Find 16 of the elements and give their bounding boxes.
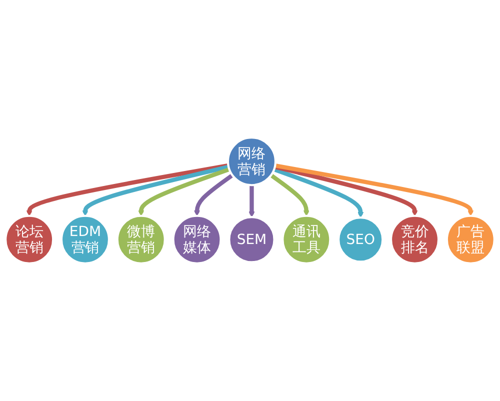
arrow <box>26 163 229 216</box>
arrow <box>138 167 230 216</box>
node-circle: 微博营销 <box>116 214 166 264</box>
arrow <box>194 173 234 216</box>
arrow <box>82 164 230 216</box>
node-circle: EDM营销 <box>60 214 110 264</box>
arrow <box>270 173 310 216</box>
arrow <box>273 167 364 218</box>
node-circle: SEO <box>338 216 384 263</box>
node-circle: 网络营销 <box>226 136 277 186</box>
arrow <box>248 185 255 218</box>
node-circle: SEM <box>228 216 276 264</box>
node-circle: 通讯工具 <box>282 214 332 264</box>
node-circle: 论坛营销 <box>4 214 54 264</box>
node-circle: 网络媒体 <box>172 214 222 264</box>
arrow <box>274 164 474 216</box>
